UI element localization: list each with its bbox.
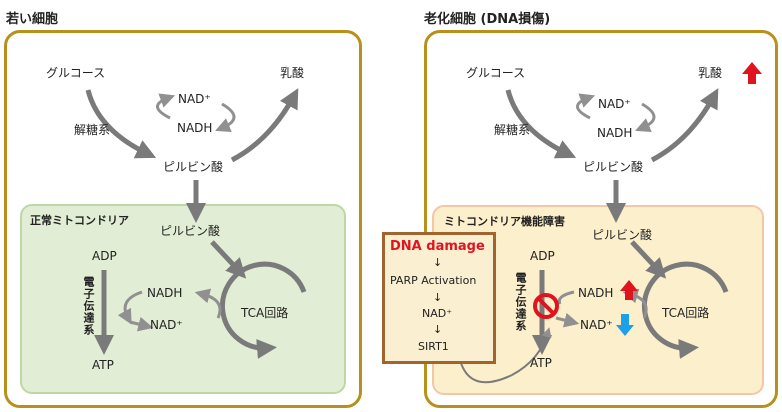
aged-nadh-label: NADH	[597, 126, 633, 140]
glycolysis-label: 解糖系	[74, 123, 111, 137]
aged-glucose-label: グルコース	[466, 66, 526, 80]
etc-to-nad-arrow	[129, 316, 154, 332]
aged-mito-title: ミトコンドリア機能障害	[444, 215, 565, 228]
aged-etc-label: 電子伝達系	[514, 272, 527, 332]
nadh-to-etc-arrow	[117, 290, 143, 325]
pyruvate-to-tca-arrow	[210, 240, 247, 279]
mito-title: 正常ミトコンドリア	[30, 214, 129, 227]
aged-nad-cycle-top	[576, 93, 596, 120]
lactate-label: 乳酸	[280, 66, 305, 80]
young-cell-panel	[4, 30, 362, 408]
young-cell-title: 若い細胞	[6, 12, 59, 27]
dna-arrow-2: ↓	[433, 291, 443, 304]
glycolysis-arrow	[85, 89, 157, 159]
dna-arrow-1: ↓	[433, 256, 443, 269]
nad-cycle-bottom	[215, 102, 236, 133]
aged-mito-pyruvate-label: ピルビン酸	[592, 228, 653, 242]
aged-glycolysis-arrow	[505, 89, 577, 159]
atp-label: ATP	[92, 358, 114, 372]
tca-label: TCA回路	[241, 306, 289, 320]
aged-tca-to-nadh-arrow	[622, 288, 648, 319]
aged-atp-label: ATP	[530, 356, 552, 370]
aged-lactate-label: 乳酸	[698, 66, 723, 80]
aged-etc-to-nad-arrow	[555, 312, 580, 328]
aged-mito-nad-plus-label: NAD⁺	[580, 318, 613, 332]
dna-damage-title: DNA damage	[390, 239, 485, 254]
lactate-up-icon	[742, 62, 762, 84]
aged-cell-title: 老化細胞 (DNA損傷)	[424, 12, 551, 27]
aged-nad-cycle-bottom	[635, 102, 656, 133]
glucose-label: グルコース	[46, 66, 106, 80]
mito-nadh-label: NADH	[147, 286, 183, 300]
aged-pyruvate-to-tca-arrow	[630, 240, 667, 279]
nadh-up-icon	[620, 280, 638, 300]
dna-arrow-3: ↓	[433, 323, 443, 336]
sirt1-to-mitochondria-arrow	[459, 327, 552, 384]
aged-adp-label: ADP	[530, 249, 555, 263]
aged-nad-plus-label: NAD⁺	[598, 97, 631, 111]
aged-glycolysis-label: 解糖系	[494, 123, 531, 137]
aged-nadh-cycle-arrow	[557, 290, 575, 305]
tca-cycle	[219, 261, 307, 359]
adp-label: ADP	[92, 249, 117, 263]
dna-nad-label: NAD⁺	[422, 307, 453, 320]
tca-to-nadh-arrow	[194, 288, 222, 319]
mito-nad-plus-label: NAD⁺	[150, 318, 183, 332]
aged-pyruvate-label: ピルビン酸	[583, 160, 644, 174]
mito-pyruvate-label: ピルビン酸	[160, 224, 221, 238]
aged-lactate-arrow	[650, 88, 719, 163]
pyruvate-label: ピルビン酸	[163, 160, 224, 174]
dna-damage-box	[382, 232, 496, 364]
nad-down-icon	[616, 314, 634, 336]
etc-label: 電子伝達系	[82, 276, 95, 336]
normal-mitochondria-region	[20, 204, 346, 394]
inhibition-icon	[533, 293, 559, 319]
aged-cell-panel	[424, 30, 778, 408]
aged-tca-cycle	[641, 261, 729, 359]
aged-tca-label: TCA回路	[662, 306, 710, 320]
lactate-arrow	[230, 88, 299, 163]
aged-mito-nadh-label: NADH	[578, 286, 614, 300]
nad-plus-label: NAD⁺	[178, 92, 211, 106]
nadh-label: NADH	[177, 121, 213, 135]
nad-cycle-top	[156, 93, 176, 120]
parp-activation-label: PARP Activation	[390, 274, 477, 287]
sirt1-label: SIRT1	[418, 340, 449, 353]
